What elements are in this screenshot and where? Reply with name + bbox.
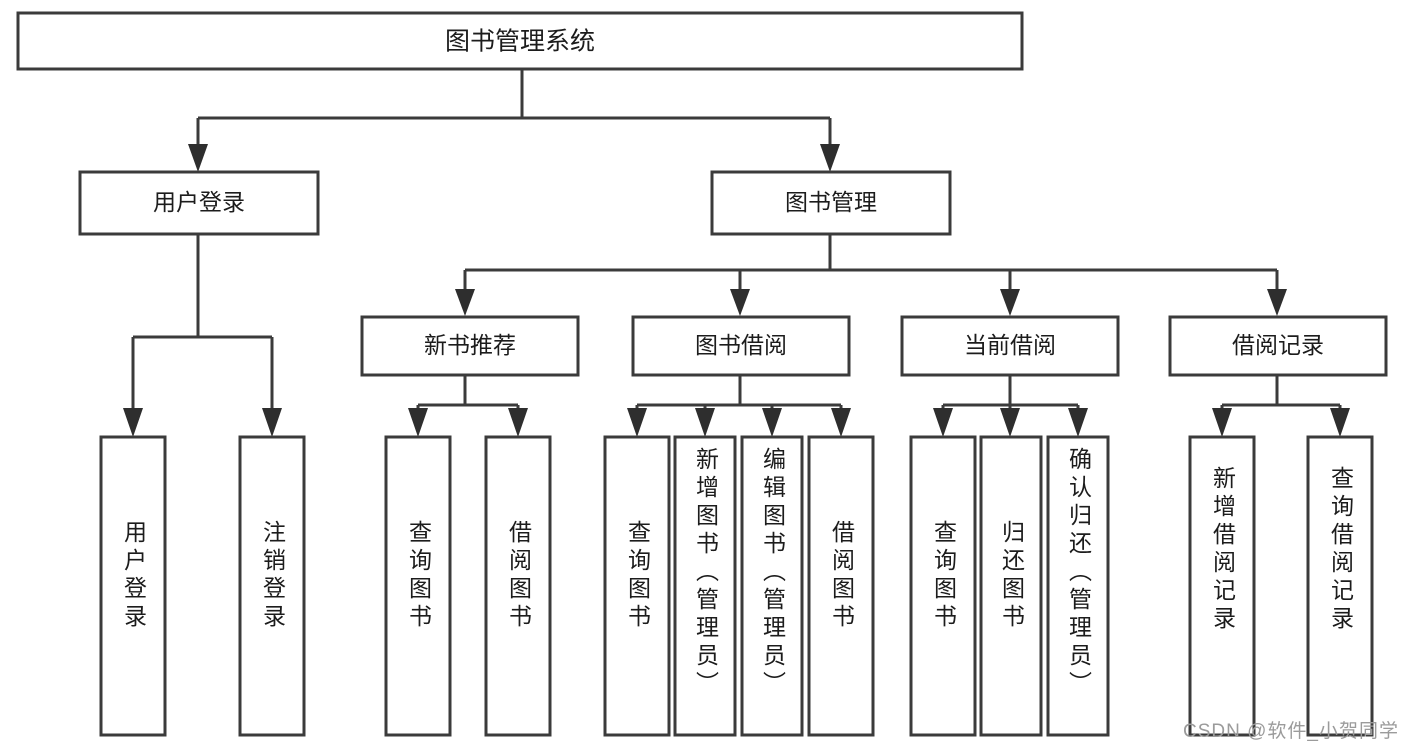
node-new-book-recommend[interactable] (360, 315, 580, 377)
node-book-management-label: 图书管理 (785, 189, 877, 215)
leaf-box-book-borrow-3[interactable] (740, 435, 804, 737)
arrow-to-book-borrow-leaf-2 (695, 408, 715, 437)
node-root-label: 图书管理系统 (445, 28, 595, 56)
node-book-borrow[interactable] (631, 315, 851, 377)
watermark-label: CSDN @软件_小贺同学 (1183, 721, 1399, 742)
arrow-to-current-borrow (1000, 289, 1020, 316)
arrow-to-new-book (455, 289, 475, 316)
leaf-box-book-borrow-4[interactable] (807, 435, 875, 737)
node-user-login[interactable] (78, 170, 320, 236)
arrow-to-new-book-leaf-1 (408, 408, 428, 437)
leaf-box-new-book-1[interactable] (384, 435, 452, 737)
leaf-box-borrow-record-2[interactable] (1306, 435, 1374, 737)
node-current-borrow[interactable] (900, 315, 1120, 377)
arrow-to-book-borrow-leaf-4 (831, 408, 851, 437)
arrow-to-new-book-leaf-2 (508, 408, 528, 437)
arrow-to-book-borrow-leaf-3 (762, 408, 782, 437)
arrow-to-user-login (188, 144, 208, 172)
arrow-to-user-login-leaf-2 (262, 408, 282, 437)
node-book-borrow-label: 图书借阅 (695, 332, 787, 358)
arrow-to-current-borrow-leaf-3 (1068, 408, 1088, 437)
leaf-box-new-book-2[interactable] (484, 435, 552, 737)
arrow-to-borrow-record-leaf-1 (1212, 408, 1232, 437)
arrow-to-book-borrow-leaf-1 (627, 408, 647, 437)
arrow-to-borrow-record-leaf-2 (1330, 408, 1350, 437)
leaf-box-current-borrow-2[interactable] (979, 435, 1043, 737)
leaf-box-book-borrow-2[interactable] (673, 435, 737, 737)
arrow-to-user-login-leaf-1 (123, 408, 143, 437)
arrow-to-book-borrow (730, 289, 750, 316)
leaf-box-book-borrow-1[interactable] (603, 435, 671, 737)
arrow-to-current-borrow-leaf-2 (1000, 408, 1020, 437)
edges-layer (123, 69, 1350, 437)
leaf-box-user-login-2[interactable] (238, 435, 306, 737)
nodes-layer: 图书管理系统 用户登录 图书管理 新书推荐 图书借阅 当前借阅 借阅记录 (16, 11, 1388, 737)
arrow-to-book-mgmt (820, 144, 840, 172)
node-borrow-record-label: 借阅记录 (1232, 332, 1324, 358)
node-new-book-recommend-label: 新书推荐 (424, 332, 516, 358)
leaf-box-current-borrow-3[interactable] (1046, 435, 1110, 737)
node-book-management[interactable] (710, 170, 952, 236)
leaf-box-current-borrow-1[interactable] (909, 435, 977, 737)
node-root[interactable] (16, 11, 1024, 71)
node-borrow-record[interactable] (1168, 315, 1388, 377)
arrow-to-current-borrow-leaf-1 (933, 408, 953, 437)
arrow-to-borrow-record (1267, 289, 1287, 316)
node-current-borrow-label: 当前借阅 (964, 332, 1056, 358)
node-user-login-label: 用户登录 (153, 189, 245, 215)
leaf-box-borrow-record-1[interactable] (1188, 435, 1256, 737)
leaf-box-user-login-1[interactable] (99, 435, 167, 737)
